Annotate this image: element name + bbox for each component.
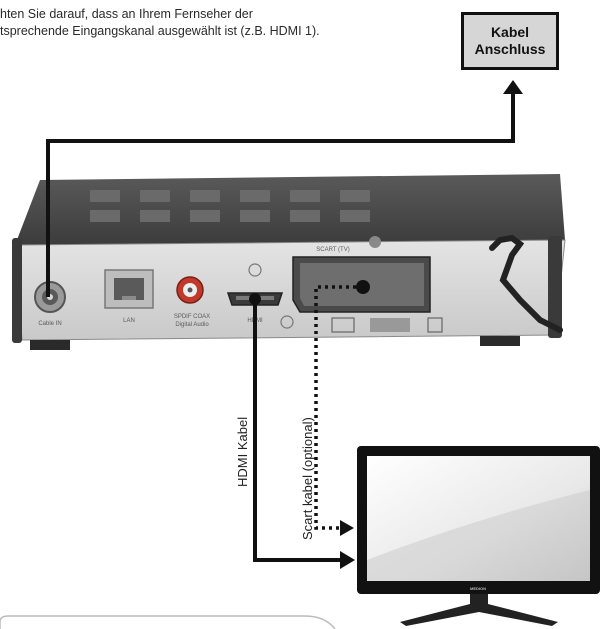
hdmi-connection-dot <box>249 293 261 305</box>
compliance-marks <box>248 236 443 333</box>
receiver-side-right <box>548 236 562 338</box>
cable-in-label: Cable IN <box>38 321 61 327</box>
cable-box-line1: Kabel <box>490 24 530 40</box>
hdmi-cable-label: HDMI Kabel <box>235 417 250 487</box>
scart-cable-label: Scart kabel (optional) <box>300 417 315 540</box>
vent-slot <box>340 210 370 222</box>
vent-slot <box>240 190 270 202</box>
intro-text: hten Sie darauf, dass an Ihrem Fernseher… <box>0 7 320 38</box>
tv-screen-shade <box>367 490 590 581</box>
vent-slot <box>340 190 370 202</box>
receiver-foot <box>480 336 520 346</box>
television: MEDION <box>357 446 600 626</box>
lan-label: LAN <box>123 318 135 324</box>
tv-stand-base <box>400 604 558 626</box>
hdmi-arrow-head <box>340 551 355 569</box>
cable-connection-box: Kabel Anschluss <box>461 12 559 70</box>
cable-connection-line <box>46 92 515 297</box>
bottom-frame <box>0 615 336 629</box>
vent-slot <box>190 210 220 222</box>
vent-slot <box>290 190 320 202</box>
receiver: Cable IN LAN SPDIF COAX Digital Audio HD… <box>12 174 566 350</box>
scart-label: SCART (TV) <box>316 247 349 253</box>
scart-connection-dot <box>356 280 370 294</box>
receiver-back-panel <box>14 239 566 341</box>
scart-arrow-head <box>340 520 354 536</box>
vent-slot <box>240 210 270 222</box>
vent-slot <box>90 210 120 222</box>
vent-slot <box>140 210 170 222</box>
receiver-top <box>15 174 565 245</box>
power-cable <box>489 234 563 333</box>
tv-brand: MEDION <box>470 586 486 591</box>
spdif-port: SPDIF COAX Digital Audio <box>174 276 210 328</box>
receiver-foot <box>30 340 70 350</box>
lan-port: LAN <box>104 269 154 324</box>
vent-slot <box>290 210 320 222</box>
tv-stand-neck <box>470 594 488 606</box>
vent-slot <box>190 190 220 202</box>
spdif-label-1: SPDIF COAX <box>174 314 210 320</box>
spdif-label-2: Digital Audio <box>175 322 209 328</box>
scart-cable-line <box>314 285 363 530</box>
vent-slot <box>140 190 170 202</box>
cable-arrow-head <box>503 80 523 94</box>
scart-port: SCART (TV) <box>292 247 431 313</box>
hdmi-cable-line <box>253 299 342 562</box>
cable-box-line2: Anschluss <box>474 41 546 57</box>
vent-slot <box>90 190 120 202</box>
receiver-side-left <box>12 238 22 343</box>
